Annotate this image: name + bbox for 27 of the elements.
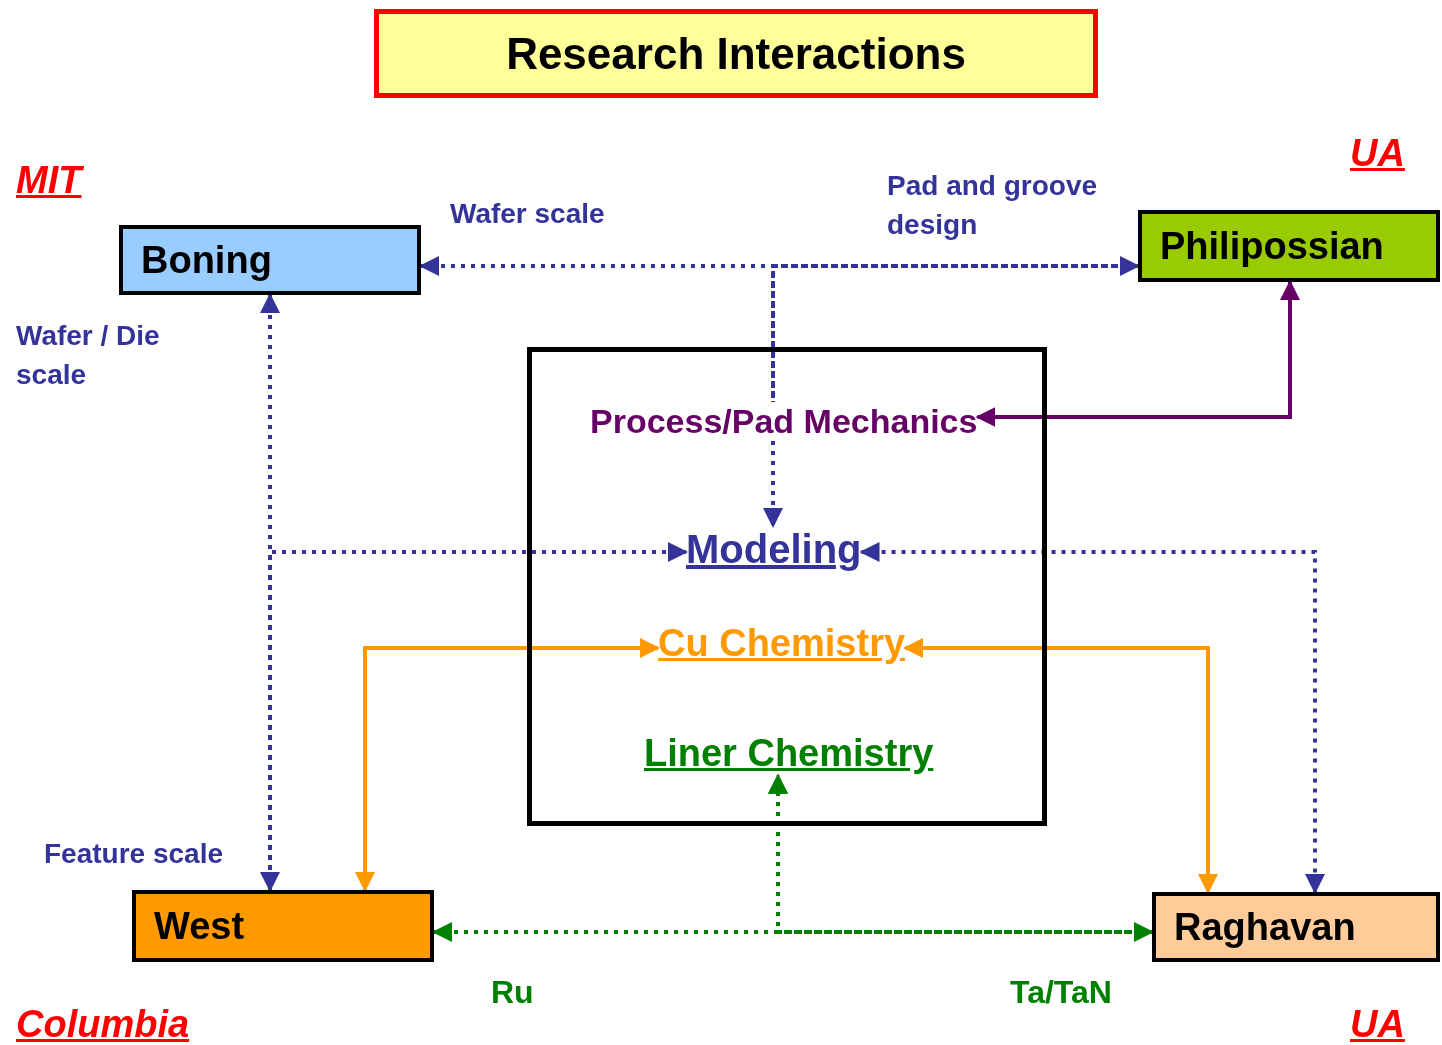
arrow xyxy=(859,542,1325,894)
name-box: Boning xyxy=(119,225,421,295)
arrow xyxy=(355,638,660,892)
arrow xyxy=(903,638,1218,894)
name-box: West xyxy=(132,890,434,962)
topic-label: Pad and groove design xyxy=(887,169,1099,243)
topic-text: Process/Pad Mechanics xyxy=(590,402,978,442)
scale-label: Feature scale xyxy=(44,837,223,871)
topic-text: Liner Chemistry xyxy=(644,732,934,776)
site-label: MIT xyxy=(16,158,82,203)
name-box: Philipossian xyxy=(1138,210,1440,282)
topic-text: Cu Chemistry xyxy=(658,622,906,666)
arrow xyxy=(763,441,783,528)
scale-label: Wafer / Die scale xyxy=(16,319,161,393)
arrow xyxy=(768,773,1152,934)
name-box: Raghavan xyxy=(1152,892,1440,962)
arrow xyxy=(268,542,688,890)
topic-text: Modeling xyxy=(686,526,862,572)
title-box: Research Interactions xyxy=(374,9,1098,98)
site-label: UA xyxy=(1350,1002,1405,1045)
material-label: Ru xyxy=(491,973,534,1012)
topic-frame xyxy=(527,347,1047,826)
arrow xyxy=(975,280,1300,427)
material-label: Ta/TaN xyxy=(1010,973,1112,1012)
site-label: UA xyxy=(1350,131,1405,176)
scale-label: Wafer scale xyxy=(450,197,605,231)
site-label: Columbia xyxy=(16,1002,190,1045)
